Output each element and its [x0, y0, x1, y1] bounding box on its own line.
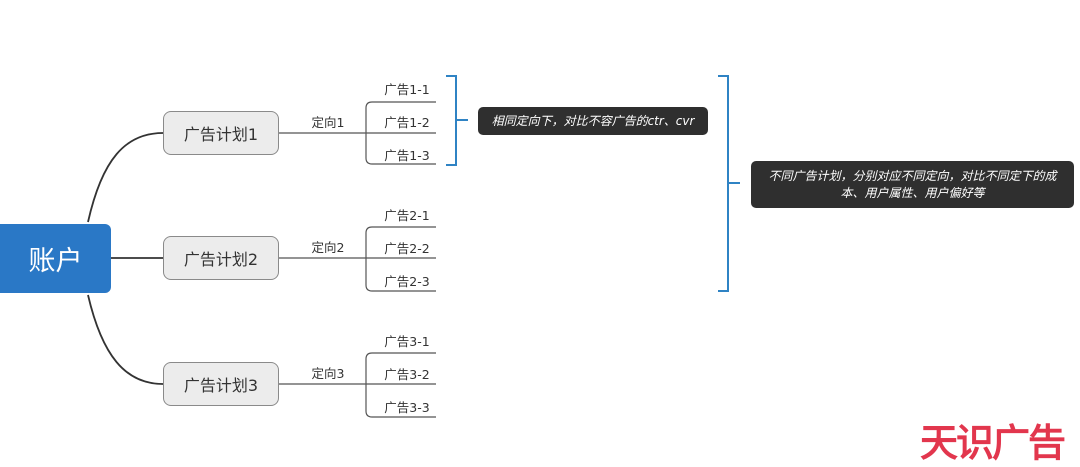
- note-text: 相同定向下，对比不容广告的ctr、cvr: [491, 113, 695, 128]
- root-to-plan3-line: [87, 294, 164, 385]
- plan-label: 广告计划3: [183, 376, 259, 395]
- summary-bracket-small: [446, 75, 468, 166]
- ad-label-2-2: 广告2-2: [384, 241, 430, 256]
- ad-label-1-3: 广告1-3: [384, 148, 430, 163]
- plan1-ad-bracket: [365, 101, 436, 165]
- plan-label: 广告计划1: [183, 125, 259, 144]
- ad-label-2-3: 广告2-3: [384, 274, 430, 289]
- ad-label-1-2: 广告1-2: [384, 115, 430, 130]
- brand-logo-text: 天识广告: [920, 421, 1066, 465]
- ad-label-3-2: 广告3-2: [384, 367, 430, 382]
- note-different-plans: 不同广告计划，分别对应不同定向，对比不同定下的成本、用户属性、用户偏好等: [751, 161, 1074, 208]
- plan3-ad-bracket: [365, 352, 436, 418]
- root-to-plan1-line: [87, 132, 164, 223]
- note-same-direction: 相同定向下，对比不容广告的ctr、cvr: [478, 107, 708, 135]
- plan2-ad-bracket: [365, 226, 436, 292]
- ad-label-3-1: 广告3-1: [384, 334, 430, 349]
- ad-label-3-3: 广告3-3: [384, 400, 430, 415]
- summary-bracket-large: [718, 75, 740, 292]
- plan-label: 广告计划2: [183, 250, 259, 269]
- note-text: 不同广告计划，分别对应不同定向，对比不同定下的成本、用户属性、用户偏好等: [768, 168, 1057, 200]
- plan-node-1: 广告计划1: [163, 111, 279, 155]
- plan-node-3: 广告计划3: [163, 362, 279, 406]
- root-label: 账户: [28, 246, 83, 277]
- root-node-account: 账户: [0, 224, 111, 293]
- direction-label-2: 定向2: [311, 240, 345, 255]
- ad-label-2-1: 广告2-1: [384, 208, 430, 223]
- direction-label-3: 定向3: [311, 366, 345, 381]
- plan-node-2: 广告计划2: [163, 236, 279, 280]
- direction-label-1: 定向1: [311, 115, 345, 130]
- ad-label-1-1: 广告1-1: [384, 82, 430, 97]
- connector-lines: [87, 75, 740, 418]
